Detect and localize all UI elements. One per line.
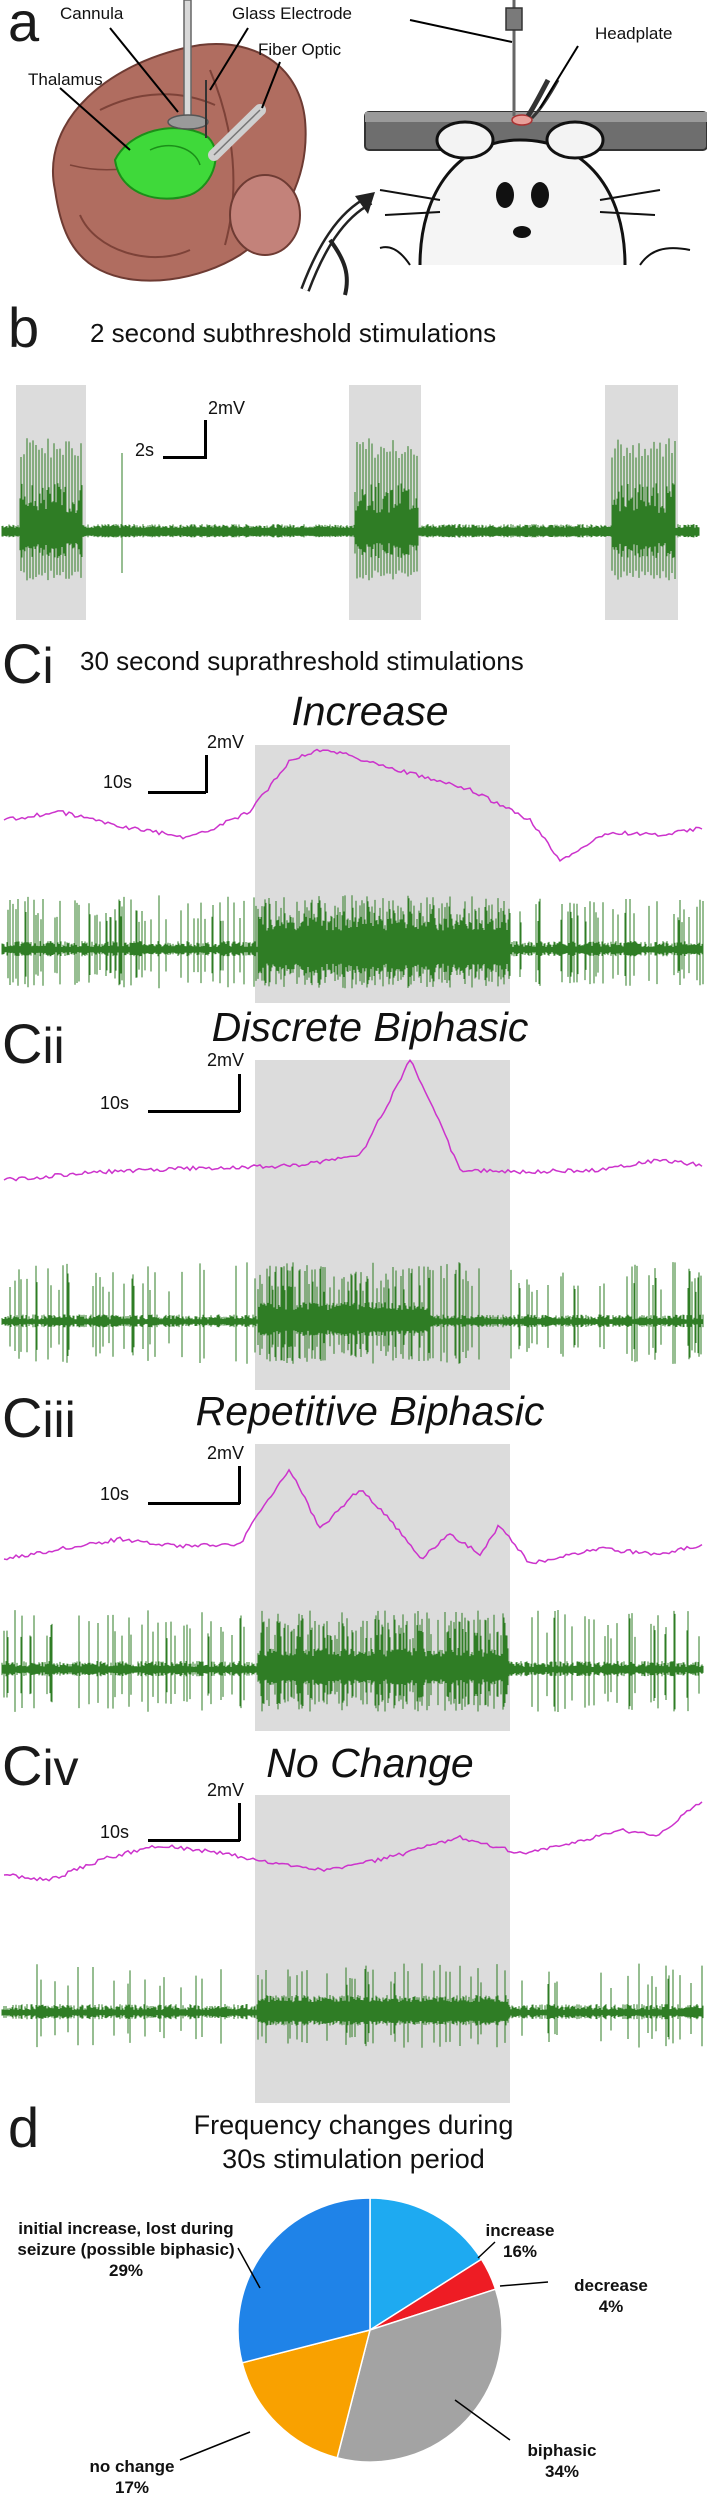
- trace-cii: [1, 1059, 704, 1364]
- leader-increase: [477, 2241, 496, 2259]
- ciii-scale-v-label: 2mV: [207, 1443, 245, 1463]
- ci-scale-v-label: 2mV: [207, 732, 245, 752]
- leader-initial: [237, 2247, 261, 2289]
- panel-civ-letter: Civ: [2, 1738, 79, 1794]
- ciii-scale-h-bar: [148, 1502, 240, 1505]
- panel-cii-sub: ii: [42, 1018, 65, 1074]
- panel-b-scale-h-bar: [163, 456, 207, 459]
- category-label-ciii: Repetitive Biphasic: [195, 1388, 545, 1434]
- panel-cii-letter-text: C: [2, 1012, 43, 1075]
- panel-civ-letter-text: C: [2, 1734, 43, 1797]
- cii-scale-h-label: 10s: [100, 1093, 130, 1113]
- pie-chart: [179, 2197, 549, 2463]
- pie-label-initial-value: 29%: [108, 2261, 144, 2280]
- label-fiber-optic: Fiber Optic: [258, 40, 342, 59]
- pie-label-no-change: no change 17%: [82, 2456, 182, 2498]
- pie-label-initial: initial increase, lost during seizure (p…: [16, 2218, 236, 2281]
- leader-decrease: [499, 2281, 549, 2287]
- pie-label-increase-text: increase: [485, 2221, 555, 2240]
- ci-scale-h-label: 10s: [103, 772, 133, 792]
- panel-cii-letter: Cii: [2, 1016, 65, 1072]
- panel-b-scale-h-label: 2s: [135, 440, 155, 460]
- stim-window-civ: [255, 1795, 510, 2103]
- pie-label-increase-value: 16%: [502, 2242, 538, 2261]
- civ-scale-v-label: 2mV: [207, 1780, 245, 1800]
- category-label-civ: No Change: [266, 1740, 474, 1786]
- pie-label-increase: increase 16%: [470, 2220, 570, 2262]
- cii-scale-h-bar: [148, 1110, 240, 1113]
- civ-scale-h-label: 10s: [100, 1822, 130, 1842]
- panel-ci-sub: i: [42, 638, 54, 694]
- trace-ci: [1, 748, 704, 989]
- pie-slice-no: [241, 2328, 372, 2459]
- panel-civ-sub: iv: [42, 1740, 79, 1796]
- pie-title-line2: 30s stimulation period: [222, 2144, 485, 2174]
- ci-scale-v-bar: [205, 755, 208, 793]
- pie-label-no-change-value: 17%: [114, 2478, 150, 2497]
- pie-label-decrease-value: 4%: [598, 2297, 624, 2316]
- civ-scale-v-bar: [238, 1803, 241, 1841]
- panel-b-letter: b: [8, 296, 40, 359]
- category-label-cii: Discrete Biphasic: [211, 1004, 529, 1050]
- pie-label-initial-text: initial increase, lost during seizure (p…: [17, 2219, 235, 2259]
- label-glass-electrode: Glass Electrode: [232, 4, 352, 23]
- ciii-scale-h-label: 10s: [100, 1484, 130, 1504]
- cii-scale-v-bar: [238, 1074, 241, 1112]
- panel-c-letter-text: C: [2, 632, 43, 695]
- label-cannula: Cannula: [60, 4, 124, 23]
- pie-label-decrease-text: decrease: [574, 2276, 648, 2295]
- pie-label-no-change-text: no change: [89, 2457, 175, 2476]
- ci-scale-h-bar: [148, 791, 206, 794]
- panel-ciii-sub: iii: [42, 1392, 76, 1448]
- leader-biphasic: [454, 2399, 511, 2441]
- panel-c-heading: 30 second suprathreshold stimulations: [80, 646, 524, 676]
- trace-ciii: [1, 1468, 704, 1712]
- category-label-ci: Increase: [291, 688, 449, 734]
- panel-b-scale-v-bar: [204, 420, 207, 459]
- panel-c-letter: Ci: [2, 636, 54, 692]
- pie-title-line1: Frequency changes during: [193, 2110, 514, 2140]
- ciii-scale-v-bar: [238, 1466, 241, 1504]
- pie-slice-increase: [369, 2197, 483, 2332]
- trace-b: [1, 438, 700, 581]
- civ-scale-h-bar: [148, 1839, 240, 1842]
- panel-ciii-letter-text: C: [2, 1386, 43, 1449]
- pie-slice-biphasic: [336, 2288, 503, 2463]
- panel-b-heading: 2 second subthreshold stimulations: [90, 318, 497, 348]
- panel-d-letter: d: [8, 2096, 40, 2159]
- panel-ciii-letter: Ciii: [2, 1390, 76, 1446]
- pie-label-decrease: decrease 4%: [556, 2275, 666, 2317]
- pie-label-biphasic: biphasic 34%: [512, 2440, 612, 2482]
- cii-scale-v-label: 2mV: [207, 1050, 245, 1070]
- panel-b-scale-v-label: 2mV: [208, 398, 246, 418]
- pie-label-biphasic-text: biphasic: [527, 2441, 597, 2460]
- pie-label-biphasic-value: 34%: [544, 2462, 580, 2481]
- panel-a-letter: a: [8, 0, 40, 53]
- leader-no-change: [179, 2431, 251, 2461]
- label-headplate: Headplate: [595, 24, 673, 43]
- trace-civ: [1, 1801, 704, 2048]
- label-thalamus: Thalamus: [28, 70, 103, 89]
- pie-slice-initial: [237, 2197, 371, 2364]
- brain-illustration: [52, 0, 707, 296]
